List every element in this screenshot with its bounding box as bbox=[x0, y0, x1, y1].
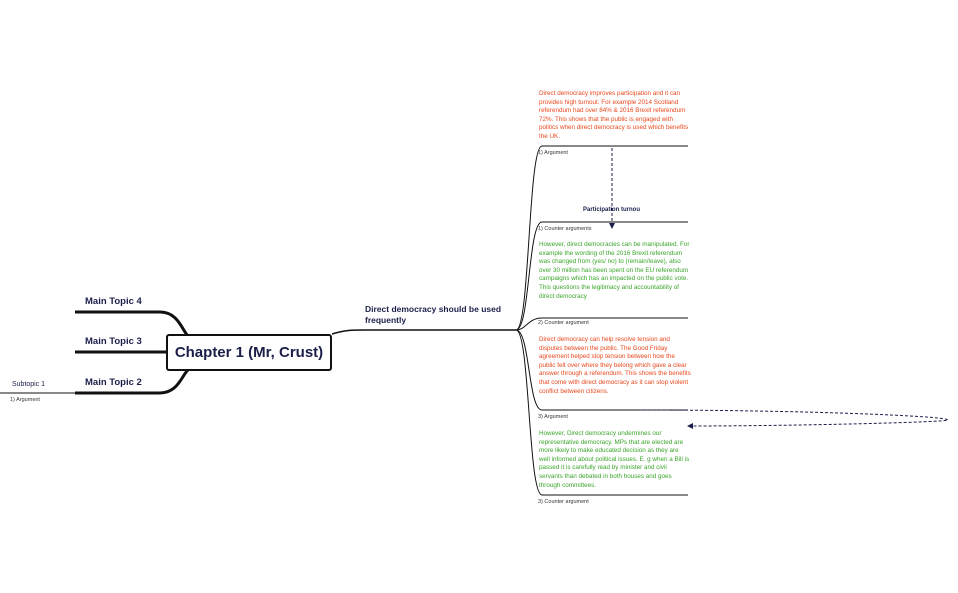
relationship-label[interactable]: Participation turnou bbox=[583, 207, 640, 213]
note-argument-1: Direct democracy improves participation … bbox=[539, 90, 689, 140]
branch-title[interactable]: Direct democracy should be used frequent… bbox=[365, 304, 502, 325]
main-topic-4[interactable]: Main Topic 4 bbox=[85, 296, 142, 307]
note-counter-3: However, Direct democracy undermines our… bbox=[539, 430, 690, 489]
note-counter-1: However, direct democracies can be manip… bbox=[539, 241, 690, 300]
note-counter-2: Direct democracy can help resolve tensio… bbox=[539, 336, 691, 395]
main-topic-3[interactable]: Main Topic 3 bbox=[85, 336, 142, 347]
leaf-argument-1[interactable]: 1) Argument bbox=[538, 150, 568, 156]
leaf-connectors bbox=[515, 145, 688, 496]
leaf-argument-3[interactable]: 3) Argument bbox=[538, 414, 568, 420]
leaf-counter-2[interactable]: 2) Counter argument bbox=[538, 320, 589, 326]
main-topic-2[interactable]: Main Topic 2 bbox=[85, 377, 142, 388]
central-topic[interactable]: Chapter 1 (Mr, Crust) bbox=[166, 334, 332, 371]
branch-connector bbox=[331, 329, 516, 335]
relationship-curve bbox=[639, 409, 949, 429]
leaf-counter-1[interactable]: 1) Counter arguments bbox=[538, 226, 592, 232]
subtopic-1[interactable]: Subtopic 1 bbox=[12, 381, 46, 388]
main-topic-connectors bbox=[0, 310, 190, 395]
leaf-counter-3[interactable]: 3) Counter argument bbox=[538, 499, 589, 505]
subtopic-child[interactable]: 1) Argument bbox=[10, 397, 40, 403]
